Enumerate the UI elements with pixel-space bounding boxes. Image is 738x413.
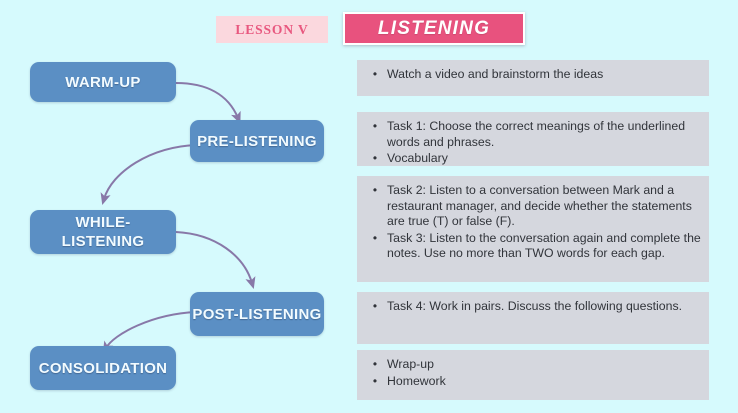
list-item-text: Wrap-up <box>387 357 434 371</box>
stage-label: POST-LISTENING <box>192 305 322 323</box>
content-panel-post-listening: • Task 4: Work in pairs. Discuss the fol… <box>357 292 709 344</box>
bullet-icon: • <box>372 119 378 133</box>
stage-box-warm-up[interactable]: WARM-UP <box>30 62 176 102</box>
list-item-text: Homework <box>387 373 446 388</box>
content-panel-warm-up: • Watch a video and brainstorm the ideas <box>357 60 709 96</box>
arrow-post-to-consolidation <box>102 311 197 354</box>
bullet-icon: • <box>372 183 378 197</box>
list-item-text: Task 4: Work in pairs. Discuss the follo… <box>387 299 683 313</box>
list-item: • Task 1: Choose the correct meanings of… <box>363 119 701 150</box>
list-item: • Task 2: Listen to a conversation betwe… <box>363 183 701 230</box>
list-item: • Watch a video and brainstorm the ideas <box>363 67 701 83</box>
bullet-icon: • <box>372 373 378 388</box>
list-item: • Homework <box>363 374 701 390</box>
stage-label: CONSOLIDATION <box>38 359 168 377</box>
arrow-warmup-to-pre <box>175 82 241 124</box>
list-item-text: Watch a video and brainstorm the ideas <box>387 67 604 81</box>
bullet-icon: • <box>372 67 378 81</box>
stage-label: WHILE-LISTENING <box>61 214 145 250</box>
bullet-icon: • <box>372 151 378 165</box>
lesson-badge: LESSON V <box>216 16 328 43</box>
list-item: • Task 3: Listen to the conversation aga… <box>363 231 701 262</box>
stage-label: WARM-UP <box>65 73 141 91</box>
page-title: LISTENING <box>377 17 491 39</box>
lesson-badge-label: LESSON V <box>235 21 309 37</box>
list-item-text: Task 1: Choose the correct meanings of t… <box>387 119 686 149</box>
stage-box-post-listening[interactable]: POST-LISTENING <box>190 292 324 336</box>
stage-label: PRE-LISTENING <box>197 132 317 150</box>
list-item-text: Task 2: Listen to a conversation between… <box>387 183 692 228</box>
stage-box-consolidation[interactable]: CONSOLIDATION <box>30 346 176 390</box>
content-panel-consolidation: • Wrap-up • Homework <box>357 350 709 400</box>
arrow-while-to-post <box>175 231 256 289</box>
list-item: • Task 4: Work in pairs. Discuss the fol… <box>363 299 701 315</box>
bullet-icon: • <box>372 357 378 371</box>
content-panel-pre-listening: • Task 1: Choose the correct meanings of… <box>357 112 709 166</box>
list-item-text: Vocabulary <box>387 151 448 165</box>
slide-title-banner: LISTENING <box>343 12 525 45</box>
content-panel-while-listening: • Task 2: Listen to a conversation betwe… <box>357 176 709 282</box>
bullet-icon: • <box>372 230 378 245</box>
bullet-icon: • <box>372 299 378 313</box>
list-item: • Vocabulary <box>363 151 701 167</box>
arrow-pre-to-while <box>100 144 197 205</box>
stage-box-while-listening[interactable]: WHILE-LISTENING <box>30 210 176 254</box>
list-item: • Wrap-up <box>363 357 701 373</box>
stage-box-pre-listening[interactable]: PRE-LISTENING <box>190 120 324 162</box>
list-item-text: Task 3: Listen to the conversation again… <box>387 230 701 261</box>
